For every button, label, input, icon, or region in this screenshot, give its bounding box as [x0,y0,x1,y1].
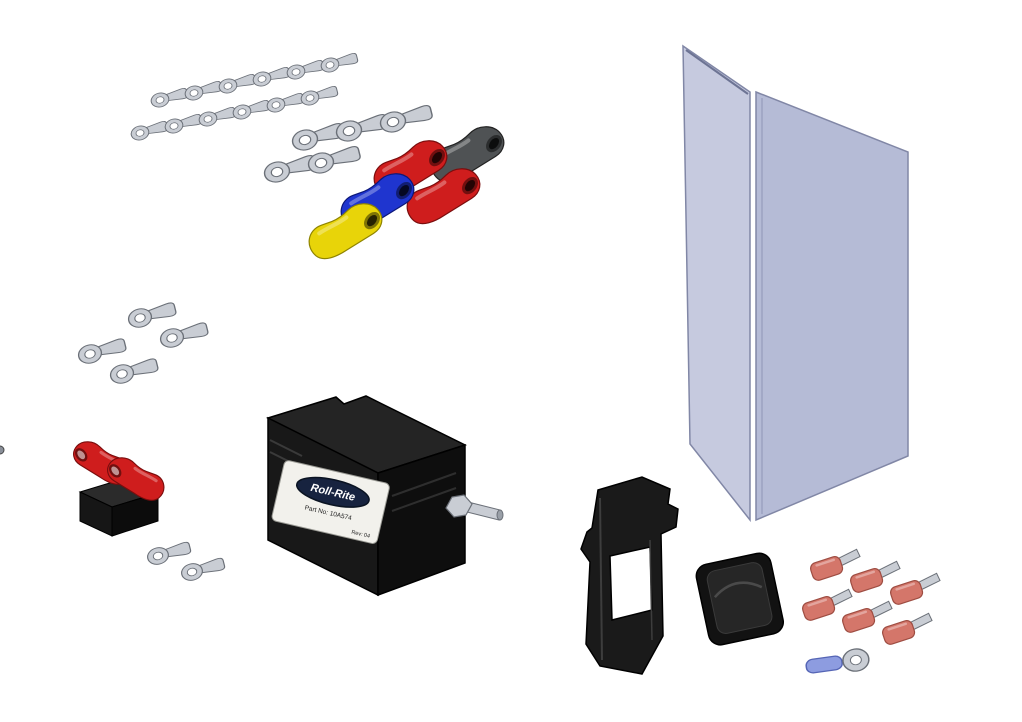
ring-terminal [145,539,193,568]
ring-terminal [183,78,224,103]
module-rev-text: Rev: 04 [351,530,371,540]
ring-terminal [149,85,190,110]
mounting-bracket [580,476,679,675]
switch-highlight [713,581,763,598]
ring-terminal [197,104,238,129]
lower-ring-terminals-group [145,539,227,584]
blue-ring-terminal [805,648,870,674]
ring-terminal [129,118,170,143]
panel-right-face [755,90,909,522]
ring-terminal [217,71,258,96]
terminal-boot-yellow [308,203,383,260]
ring-terminal [163,111,204,136]
ring-terminal [285,57,326,82]
ring-terminal [251,64,292,89]
ring-terminal [179,555,227,584]
control-module: Roll-Rite Part No: 10A574 Rev: 04 [0,395,504,597]
ring-terminal [125,299,179,331]
panel-left-face [682,44,751,523]
bracket-edge-line [599,497,603,661]
mid-ring-terminals-group [75,299,211,387]
spade-terminals-group [799,547,945,648]
battery-terminal-assembly [73,441,165,537]
switch-rocker [706,562,773,634]
ring-terminal-large [305,143,363,177]
module-stud [445,494,504,521]
terminal-ring-hole [849,654,862,666]
panel-top-edge [685,49,749,95]
terminal-boot-red [406,168,481,225]
bracket-plate [580,476,679,675]
spade-terminal [879,611,937,648]
ring-terminal [319,50,360,75]
ring-terminal [107,355,161,387]
module-side-face [377,443,466,597]
ring-terminal [75,335,129,367]
spade-terminal [887,571,945,608]
battery-boot-red [107,457,165,501]
ring-terminal [299,83,340,108]
module-screw [0,445,5,455]
ring-terminal [265,90,306,115]
bracket-edge-line [649,539,653,641]
module-hex-nut [445,494,473,518]
module-vents [391,472,457,512]
rollrite-logo [296,476,370,508]
cover-panel [682,44,909,523]
ring-terminal [231,97,272,122]
rocker-switch [695,552,785,646]
terminal-sleeve [805,655,843,674]
ring-terminal [157,319,211,351]
ring-terminal-large [377,102,435,136]
module-label: Roll-Rite Part No: 10A574 Rev: 04 [271,460,390,544]
